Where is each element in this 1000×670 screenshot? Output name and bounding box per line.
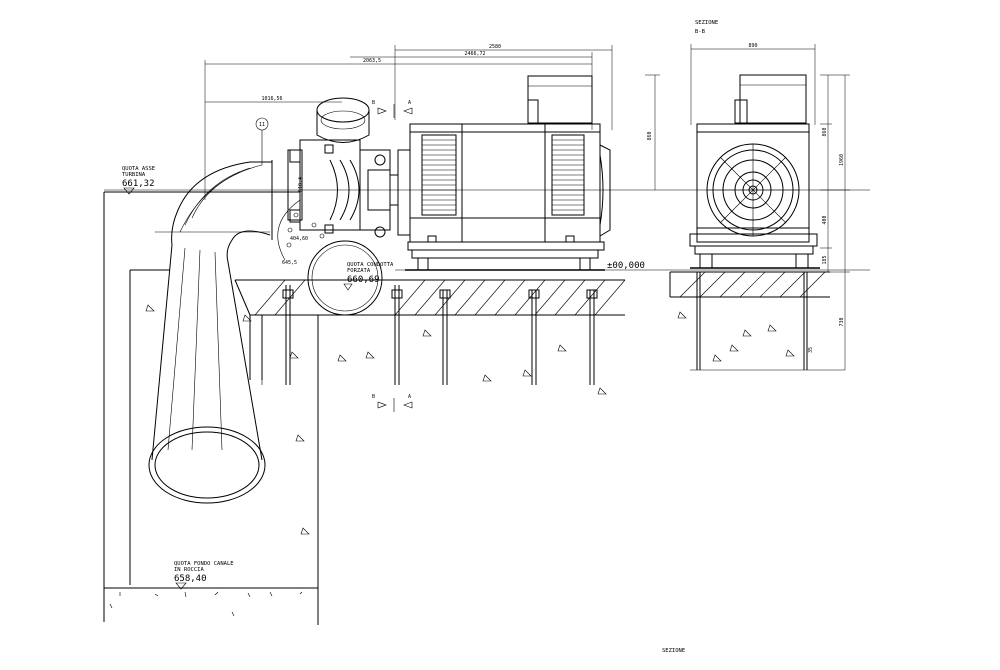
dim-2063: 2063,5 (363, 58, 381, 64)
section-id: B-B (695, 29, 706, 35)
generator-motor (389, 75, 611, 271)
dim-860-right: 860 (822, 127, 828, 136)
section-mark-top-a: A (408, 100, 411, 106)
draft-pipe (148, 160, 273, 504)
main-foundation: QUOTA ASSE TURBINA 661,32 (103, 166, 626, 625)
section-mark-top-b: B (372, 100, 375, 106)
dim-1960: 1960 (839, 154, 845, 166)
penstock-label-2: FORZATA (347, 268, 371, 274)
penstock-label-1: QUOTA CONDOTTA (347, 262, 394, 268)
dim-730: 730 (839, 317, 845, 326)
concrete-marks-right (677, 311, 795, 362)
cooling-fins-right (551, 134, 585, 216)
turbine-assembly: 11 404,60 645,5 610,4 (255, 97, 391, 316)
concrete-marks-main (145, 304, 607, 535)
datum-value: ±00,000 (607, 261, 645, 271)
dim-400: 400 (822, 215, 828, 224)
callout-number: 11 (259, 122, 265, 128)
rock-hatch (109, 591, 303, 617)
turbine-axis-label-1: QUOTA ASSE (122, 166, 155, 172)
section-mark-top: B A (372, 100, 413, 118)
section-title-bottom: SEZIONE (662, 648, 685, 654)
dim-404: 404,60 (290, 236, 308, 242)
turbine-axis-value: 661,32 (122, 179, 155, 189)
canal-value: 658,40 (174, 574, 207, 584)
dim-645: 645,5 (282, 260, 297, 266)
cooling-fins-left (421, 134, 457, 216)
canal-label-1: QUOTA FONDO CANALE (174, 561, 234, 567)
canal-label-2: IN ROCCIA (174, 567, 204, 573)
dim-35: 35 (808, 347, 814, 353)
dim-610: 610,4 (298, 177, 304, 192)
dim-2580: 2580 (489, 44, 501, 50)
turbine-axis-label-2: TURBINA (122, 172, 146, 178)
section-mark-bottom-a: A (408, 394, 411, 400)
section-title: SEZIONE (695, 20, 718, 26)
dim-890: 890 (748, 43, 757, 49)
section-b-b-view: SEZIONE B-B 890 (669, 20, 850, 371)
foundation-hatch-right (679, 271, 826, 298)
section-mark-bottom-b: B (372, 394, 375, 400)
section-mark-bottom: B A (372, 394, 413, 412)
dim-185: 185 (822, 255, 828, 264)
dim-860: 860 (647, 131, 653, 140)
dim-1016: 1016,56 (261, 96, 282, 102)
anchor-bolts (282, 285, 598, 385)
dim-2466: 2466,72 (464, 51, 485, 57)
